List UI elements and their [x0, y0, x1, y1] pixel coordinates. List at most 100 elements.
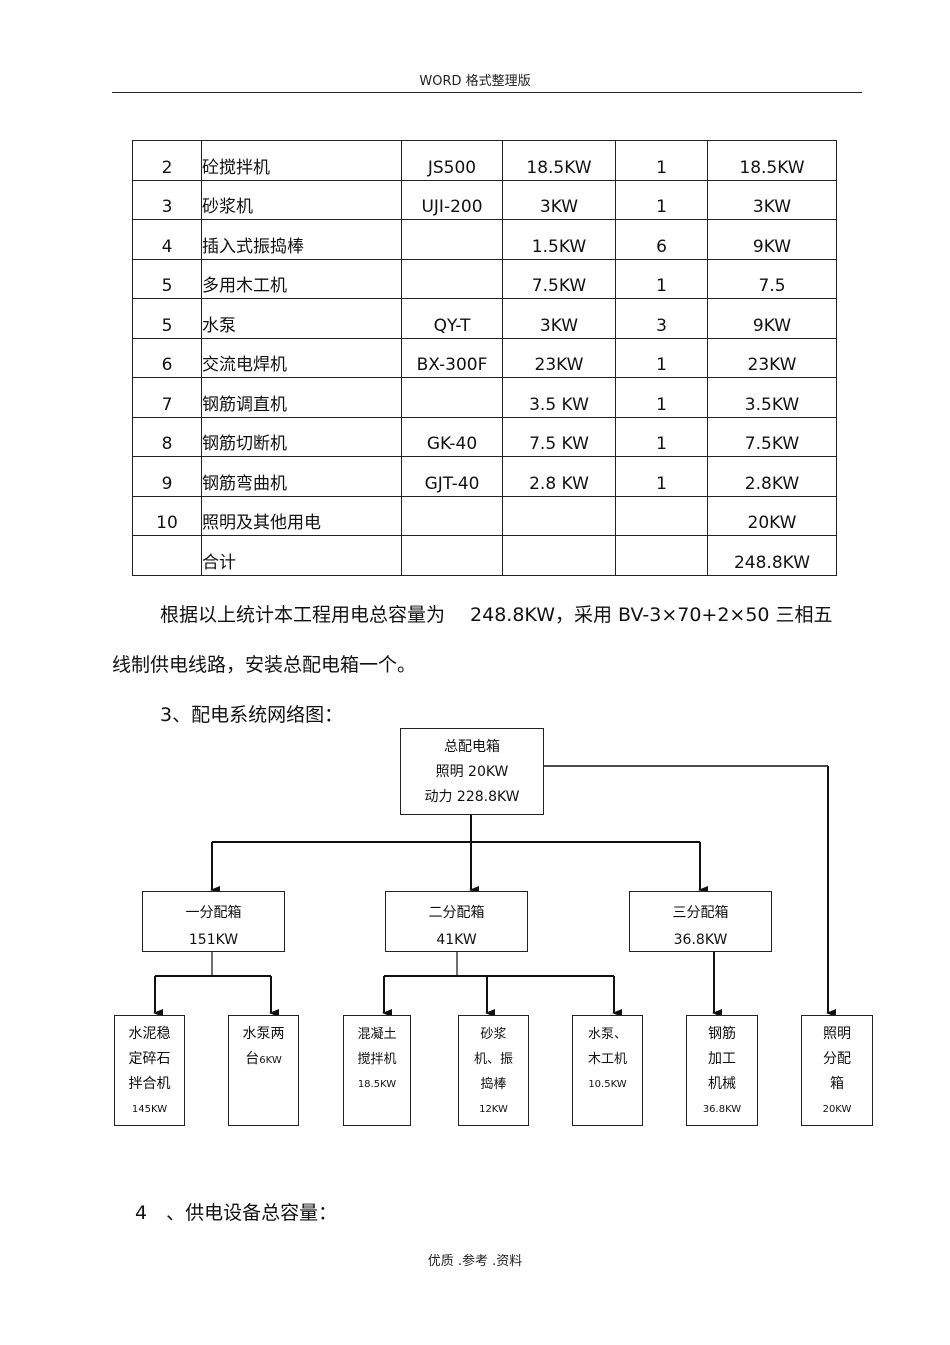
- sub-box-1-title: 一分配箱: [185, 905, 242, 921]
- table-cell: [615, 535, 708, 576]
- section-3-heading: 3、配电系统网络图：: [160, 704, 344, 726]
- table-cell: 3KW: [707, 179, 837, 220]
- leaf-box-mixer-plant: 水泥稳 定碎石 拌合机 145KW: [114, 1015, 185, 1126]
- leaf-7-line-1: 照明: [823, 1026, 851, 1042]
- leaf-4-load: 12KW: [479, 1104, 508, 1115]
- leaf-6-line-1: 钢筋: [708, 1026, 736, 1042]
- sub-box-1: 一分配箱 151KW: [142, 891, 285, 952]
- table-cell: 4: [132, 219, 202, 260]
- table-cell: 248.8KW: [707, 535, 837, 576]
- table-cell: [401, 377, 503, 418]
- paragraph-line-2: 线制供电线路，安装总配电箱一个。: [112, 654, 417, 676]
- table-cell: 23KW: [707, 337, 837, 378]
- leaf-6-line-3: 机械: [708, 1076, 736, 1092]
- table-cell: [132, 535, 202, 576]
- table-cell: 9KW: [707, 298, 837, 339]
- table-cell: 3KW: [502, 298, 616, 339]
- sub-box-1-load: 151KW: [188, 932, 239, 948]
- table-cell: 3: [615, 298, 708, 339]
- table-cell: BX-300F: [401, 337, 503, 378]
- table-cell: 合计: [201, 535, 402, 576]
- sub-box-3: 三分配箱 36.8KW: [629, 891, 772, 952]
- table-cell: 3: [132, 179, 202, 220]
- table-cell: 7.5KW: [502, 258, 616, 299]
- paragraph-line-1: 根据以上统计本工程用电总容量为 248.8KW，采用 BV-3×70+2×50 …: [160, 604, 833, 626]
- table-cell: 6: [132, 337, 202, 378]
- table-cell: 照明及其他用电: [201, 495, 402, 536]
- page-footer: 优质 .参考 .资料: [427, 1254, 523, 1269]
- leaf-2-line-1: 水泵两: [242, 1026, 285, 1042]
- table-cell: 水泵: [201, 298, 402, 339]
- sub-box-2: 二分配箱 41KW: [385, 891, 528, 952]
- table-cell: 多用木工机: [201, 258, 402, 299]
- table-cell: GJT-40: [401, 456, 503, 497]
- table-cell: 1: [615, 337, 708, 378]
- leaf-6-load: 36.8KW: [702, 1104, 742, 1115]
- table-cell: [502, 495, 616, 536]
- table-cell: 砼搅拌机: [201, 140, 402, 181]
- leaf-3-line-2: 搅拌机: [357, 1052, 397, 1067]
- sub-box-3-title: 三分配箱: [672, 905, 729, 921]
- table-cell: GK-40: [401, 416, 503, 457]
- leaf-box-water-pumps: 水泵两 台6KW: [228, 1015, 299, 1126]
- table-cell: 3KW: [502, 179, 616, 220]
- leaf-box-mortar-vibrator: 砂浆 机、振 捣棒 12KW: [458, 1015, 529, 1126]
- table-cell: 1: [615, 456, 708, 497]
- leaf-5-line-1: 水泵、: [587, 1027, 627, 1042]
- table-cell: 18.5KW: [502, 140, 616, 181]
- table-cell: 23KW: [502, 337, 616, 378]
- table-cell: 9KW: [707, 219, 837, 260]
- table-cell: 2: [132, 140, 202, 181]
- leaf-1-line-1: 水泥稳: [128, 1026, 171, 1042]
- table-cell: 钢筋切断机: [201, 416, 402, 457]
- leaf-6-line-2: 加工: [708, 1051, 736, 1067]
- leaf-7-line-3: 箱: [830, 1076, 844, 1092]
- leaf-1-line-2: 定碎石: [128, 1051, 171, 1067]
- main-box-power: 动力 228.8KW: [424, 789, 520, 805]
- leaf-box-rebar-machinery: 钢筋 加工 机械 36.8KW: [686, 1015, 758, 1126]
- table-cell: 3.5 KW: [502, 377, 616, 418]
- main-box-title: 总配电箱: [444, 739, 500, 755]
- leaf-5-line-2: 木工机: [587, 1052, 627, 1067]
- leaf-7-load: 20KW: [822, 1104, 852, 1115]
- table-cell: 1: [615, 258, 708, 299]
- header-rule: [112, 92, 862, 93]
- leaf-4-line-3: 捣棒: [480, 1077, 507, 1092]
- table-cell: 7.5KW: [707, 416, 837, 457]
- table-cell: 5: [132, 258, 202, 299]
- main-box-lighting: 照明 20KW: [435, 764, 509, 780]
- leaf-2-load: 6KW: [259, 1055, 282, 1066]
- section-4-heading: 4 、供电设备总容量：: [135, 1202, 338, 1224]
- main-distribution-box: 总配电箱 照明 20KW 动力 228.8KW: [400, 728, 544, 815]
- table-cell: [401, 535, 503, 576]
- leaf-5-load: 10.5KW: [588, 1079, 627, 1090]
- leaf-box-lighting-distribution: 照明 分配 箱 20KW: [801, 1015, 873, 1126]
- leaf-2-line-2: 台: [245, 1051, 260, 1067]
- table-row: 合计 248.8KW: [132, 535, 837, 576]
- leaf-3-line-1: 混凝土: [357, 1027, 397, 1042]
- sub-box-2-title: 二分配箱: [428, 905, 485, 921]
- table-cell: 2.8KW: [707, 456, 837, 497]
- sub-box-2-load: 41KW: [436, 932, 477, 948]
- leaf-7-line-2: 分配: [823, 1051, 851, 1067]
- table-cell: 钢筋调直机: [201, 377, 402, 418]
- table-cell: 8: [132, 416, 202, 457]
- table-cell: 插入式振捣棒: [201, 219, 402, 260]
- leaf-box-concrete-mixer: 混凝土 搅拌机 18.5KW: [343, 1015, 411, 1126]
- table-cell: 1: [615, 179, 708, 220]
- leaf-4-line-2: 机、振: [473, 1052, 513, 1067]
- leaf-4-line-1: 砂浆: [480, 1027, 507, 1042]
- table-cell: [401, 495, 503, 536]
- leaf-1-load: 145KW: [131, 1104, 168, 1115]
- table-cell: 3.5KW: [707, 377, 837, 418]
- sub-box-3-load: 36.8KW: [673, 932, 728, 948]
- table-cell: [401, 219, 503, 260]
- table-cell: 1: [615, 140, 708, 181]
